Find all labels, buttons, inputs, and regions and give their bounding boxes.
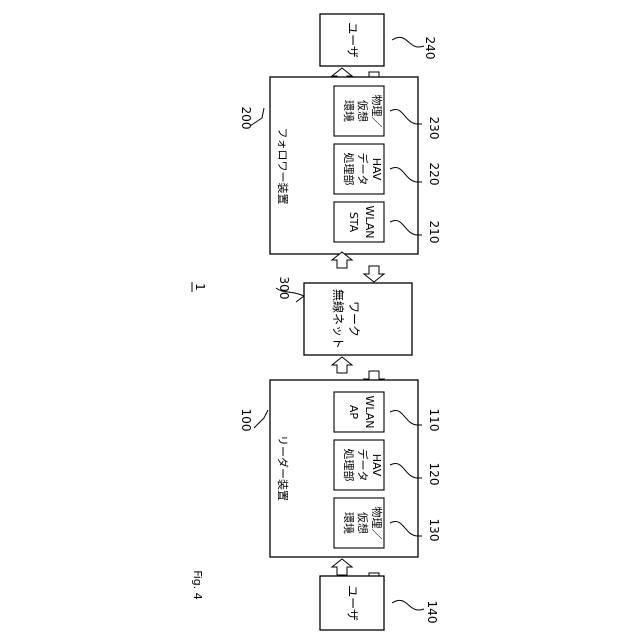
block-230-line3: 環境 xyxy=(342,100,356,122)
lead-line-140 xyxy=(392,600,424,610)
block-110-line2: AP xyxy=(347,405,360,420)
block-120-line3: 処理部 xyxy=(342,449,356,482)
follower-device-label: フォロワー装置 xyxy=(276,128,289,205)
ref-120: 120 xyxy=(427,463,441,486)
block-210-line2: STA xyxy=(347,212,360,233)
user-label-leader: ユーザ xyxy=(346,585,360,621)
ref-300: 300 xyxy=(277,277,291,300)
block-230-line2: 仮想 xyxy=(356,100,370,122)
ref-100: 100 xyxy=(239,409,253,432)
figure-caption: Fig. 4 xyxy=(191,570,204,600)
block-130-line3: 環境 xyxy=(342,512,356,534)
block-120-line2: データ xyxy=(356,449,370,482)
ref-230: 230 xyxy=(427,117,441,140)
block-130-line1: 物理／ xyxy=(370,507,384,540)
arrow-up-leader-user xyxy=(332,559,352,575)
block-120-line1: HAV xyxy=(370,454,383,477)
ref-240: 240 xyxy=(423,37,437,60)
ref-200: 200 xyxy=(239,107,253,130)
block-220-line3: 処理部 xyxy=(342,153,356,186)
block-220-line2: データ xyxy=(356,153,370,186)
ref-220: 220 xyxy=(427,163,441,186)
lead-line-240 xyxy=(392,37,424,47)
leader-device-label: リーダー装置 xyxy=(276,435,290,501)
arrow-up-network-leader xyxy=(332,357,352,373)
block-230-line1: 物理／ xyxy=(370,95,384,128)
arrow-down-follower-network xyxy=(364,266,384,282)
network-line2: ワーク xyxy=(347,301,361,337)
ref-110: 110 xyxy=(427,409,441,432)
block-210-line1: WLAN xyxy=(363,205,376,238)
user-label-follower: ユーザ xyxy=(346,22,360,58)
network-line1: 無線ネット xyxy=(331,289,346,349)
block-110-line1: WLAN xyxy=(363,395,376,428)
ref-140: 140 xyxy=(425,601,439,624)
block-220-line1: HAV xyxy=(370,158,383,181)
lead-line-100 xyxy=(254,410,268,428)
system-ref: 1 xyxy=(193,283,207,291)
ref-130: 130 xyxy=(427,519,441,542)
block-130-line2: 仮想 xyxy=(356,512,370,534)
ref-210: 210 xyxy=(427,221,441,244)
